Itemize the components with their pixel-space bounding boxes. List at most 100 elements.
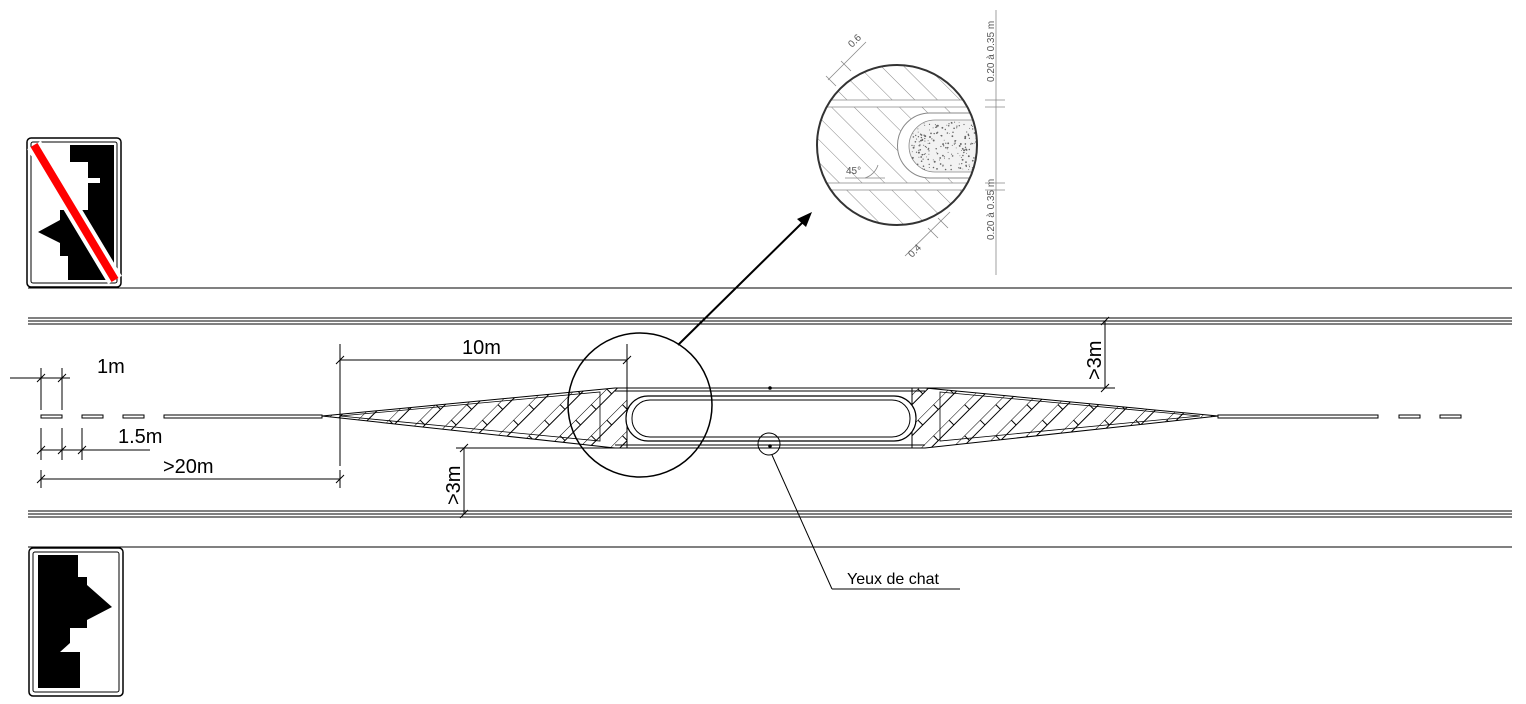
- texture-speckle: [932, 139, 935, 142]
- texture-speckle: [942, 154, 944, 157]
- texture-speckle: [923, 168, 925, 170]
- texture-speckle: [961, 162, 963, 165]
- texture-speckle: [930, 132, 932, 135]
- texture-speckle: [959, 155, 961, 157]
- texture-speckle: [942, 145, 945, 147]
- center-dash: [1398, 414, 1421, 419]
- texture-speckle: [946, 148, 948, 150]
- texture-speckle: [962, 154, 964, 157]
- dim-dash-label: 1.5m: [118, 426, 162, 448]
- texture-speckle: [973, 142, 975, 144]
- texture-speckle: [960, 156, 962, 158]
- texture-speckle: [963, 151, 965, 154]
- texture-speckle: [952, 131, 954, 134]
- texture-speckle: [912, 133, 914, 135]
- texture-speckle: [922, 165, 925, 167]
- dim-dash: 1.5m: [36, 426, 162, 460]
- texture-speckle: [971, 159, 974, 162]
- arrow-head-icon: [797, 212, 812, 227]
- texture-speckle: [927, 158, 930, 161]
- dim-lane-top-label: >3m: [1084, 341, 1106, 380]
- texture-speckle: [973, 157, 975, 159]
- texture-speckle: [928, 142, 931, 144]
- texture-speckle: [949, 133, 950, 134]
- texture-speckle: [958, 125, 960, 127]
- texture-speckle: [923, 123, 925, 125]
- center-dashes: [40, 414, 145, 419]
- texture-speckle: [942, 164, 944, 167]
- end-of-restriction-sign-icon: [26, 137, 122, 288]
- center-dash: [40, 414, 63, 419]
- texture-speckle: [972, 126, 973, 127]
- texture-speckle: [967, 155, 970, 158]
- texture-speckle: [969, 127, 971, 129]
- texture-speckle: [936, 124, 939, 127]
- texture-speckle: [919, 145, 921, 147]
- texture-speckle: [928, 150, 930, 152]
- detail-angle-label: 45°: [846, 166, 861, 177]
- texture-speckle: [911, 144, 913, 147]
- texture-speckle: [921, 153, 924, 156]
- cat-eyes-label: Yeux de chat: [847, 571, 939, 588]
- texture-speckle: [965, 161, 967, 163]
- texture-speckle: [979, 136, 981, 138]
- texture-speckle: [964, 137, 967, 140]
- texture-speckle: [966, 131, 968, 133]
- texture-speckle: [918, 141, 920, 143]
- texture-speckle: [982, 143, 984, 145]
- texture-speckle: [932, 127, 934, 129]
- texture-speckle: [947, 142, 950, 145]
- texture-speckle: [918, 156, 920, 158]
- texture-speckle: [951, 155, 954, 157]
- texture-speckle: [970, 124, 973, 126]
- texture-speckle: [911, 151, 913, 153]
- texture-speckle: [955, 147, 957, 149]
- texture-speckle: [970, 143, 972, 145]
- texture-speckle: [917, 151, 920, 154]
- texture-speckle: [943, 139, 945, 141]
- texture-speckle: [971, 142, 973, 144]
- texture-speckle: [972, 128, 974, 130]
- texture-speckle: [959, 167, 962, 170]
- texture-speckle: [981, 151, 982, 152]
- texture-speckle: [954, 142, 956, 144]
- texture-speckle: [961, 147, 964, 150]
- texture-speckle: [916, 163, 919, 165]
- texture-speckle: [918, 145, 920, 147]
- texture-speckle: [932, 166, 935, 169]
- texture-speckle: [920, 156, 923, 158]
- texture-speckle: [940, 134, 943, 137]
- texture-speckle: [976, 126, 977, 128]
- texture-speckle: [911, 156, 914, 159]
- texture-speckle: [929, 136, 931, 138]
- texture-speckle: [954, 121, 956, 123]
- texture-speckle: [933, 160, 936, 163]
- texture-speckle: [927, 140, 929, 142]
- texture-speckle: [960, 150, 962, 152]
- texture-speckle: [951, 144, 953, 146]
- texture-speckle: [968, 169, 970, 171]
- texture-speckle: [926, 156, 927, 158]
- texture-speckle: [978, 126, 979, 127]
- texture-speckle: [927, 143, 929, 145]
- texture-speckle: [917, 131, 919, 133]
- texture-speckle: [923, 134, 925, 136]
- detail-width-04-label: 0.4: [906, 242, 924, 260]
- dim-lane-bottom: >3m: [443, 443, 615, 519]
- texture-speckle: [936, 152, 939, 155]
- texture-speckle: [928, 123, 931, 126]
- texture-speckle: [922, 168, 923, 170]
- texture-speckle: [965, 149, 968, 151]
- dim-lane-bottom-label: >3m: [443, 466, 465, 505]
- road-edges: [28, 287, 1512, 548]
- texture-speckle: [935, 126, 938, 128]
- texture-speckle: [915, 151, 918, 153]
- texture-speckle: [922, 138, 924, 140]
- texture-speckle: [917, 136, 920, 138]
- dim-taper-label: >20m: [163, 456, 214, 478]
- cat-eyes-callout: Yeux de chat: [757, 432, 960, 590]
- texture-speckle: [924, 124, 926, 126]
- texture-speckle: [964, 143, 966, 145]
- texture-speckle: [955, 139, 957, 141]
